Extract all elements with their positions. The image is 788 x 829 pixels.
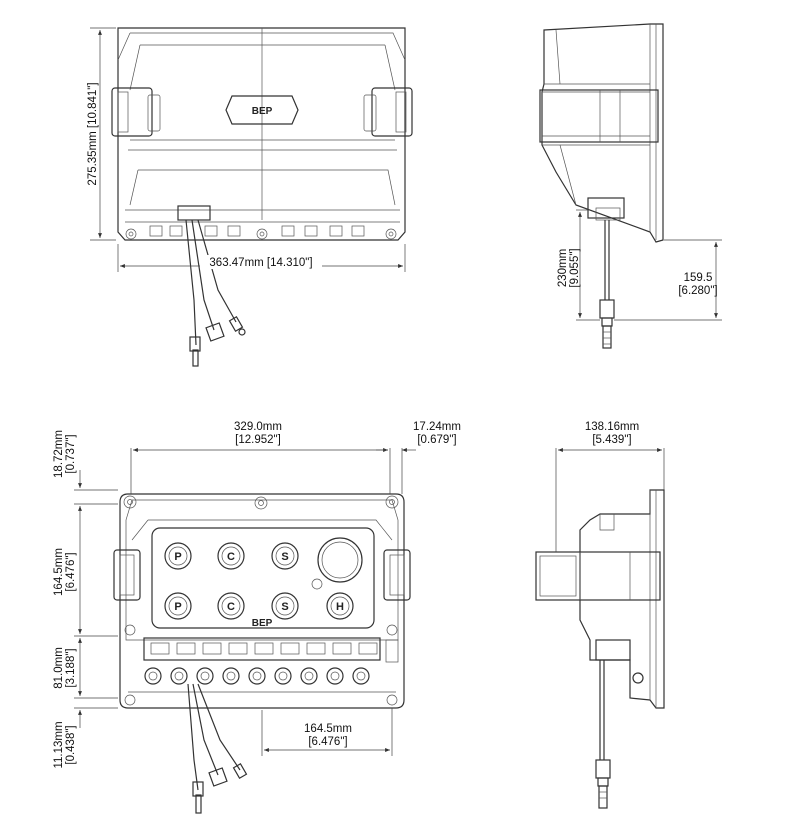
dim-bottom-margin-line2: [0.438"] xyxy=(65,725,77,764)
front-view: BEP P C S P C S H xyxy=(53,421,461,814)
dim-offset-line2: [6.280"] xyxy=(678,285,717,297)
knob-row-2: P C S H xyxy=(164,592,354,620)
dim-right-line2: [0.679"] xyxy=(417,434,456,446)
dim-offset-line1: 159.5 xyxy=(684,272,713,284)
cable-harness-front xyxy=(187,683,248,814)
knob-label-r2-4: H xyxy=(336,601,344,613)
knob-label-r1-2: C xyxy=(227,551,235,563)
breaker-strip xyxy=(143,637,399,663)
top-view: BEP 275.35mm [10.841"] xyxy=(87,27,413,367)
side-view-top: 230mm [9.055"] 159.5 [6.280"] xyxy=(539,23,722,349)
dim-depth-line1: 138.16mm xyxy=(585,421,639,433)
knob-label-r2-2: C xyxy=(227,601,235,613)
mount-holes-top xyxy=(125,225,397,240)
knob-row-1: P C S xyxy=(164,542,299,570)
dim-width-front-line1: 329.0mm xyxy=(234,421,282,433)
dim-bottom-width-line2: [6.476"] xyxy=(308,736,347,748)
dim-depth-line2: [5.439"] xyxy=(592,434,631,446)
dim-bottom-width-line1: 164.5mm xyxy=(304,723,352,735)
dim-width-top: 363.47mm [14.310"] xyxy=(209,257,312,269)
dim-lower-height-line1: 81.0mm xyxy=(53,647,65,689)
logo-text-front: BEP xyxy=(252,618,273,629)
dim-mid-height-line1: 164.5mm xyxy=(53,548,65,596)
dim-height-top: 275.35mm [10.841"] xyxy=(87,82,99,185)
logo-text-top: BEP xyxy=(252,106,273,117)
knob-label-r1-1: P xyxy=(174,551,181,563)
knob-label-r2-3: S xyxy=(281,601,288,613)
knob-label-r1-3: S xyxy=(281,551,288,563)
dim-drop-line1: 230mm xyxy=(557,249,569,287)
dim-bottom-margin-line1: 11.13mm xyxy=(53,721,65,768)
dim-width-front-line2: [12.952"] xyxy=(235,434,281,446)
knob-label-r2-1: P xyxy=(174,601,181,613)
dim-right-line1: 17.24mm xyxy=(413,421,461,433)
side-view-bottom: 138.16mm [5.439"] xyxy=(535,421,665,809)
meter-gauge xyxy=(317,537,363,583)
dim-mid-height-line2: [6.476"] xyxy=(65,552,77,591)
cable-glands xyxy=(144,667,370,685)
dim-top-margin-line1: 18.72mm xyxy=(53,430,65,478)
dim-drop-line2: [9.055"] xyxy=(569,248,581,287)
dim-lower-height-line2: [3.188"] xyxy=(65,648,77,687)
dim-top-margin-line2: [0.737"] xyxy=(65,434,77,473)
cable-harness-top xyxy=(185,219,246,367)
